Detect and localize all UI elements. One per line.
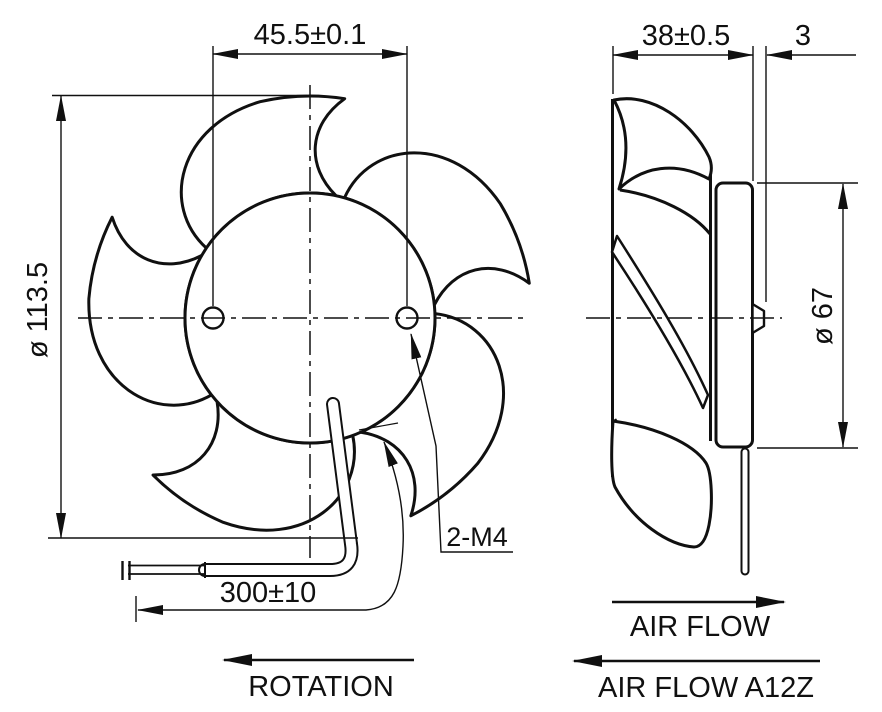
dim-mounting-pitch: 45.5±0.1 <box>254 19 367 51</box>
dim-protrusion-group <box>765 46 856 302</box>
dim-protrusion: 3 <box>795 20 811 52</box>
dim-wire-length: 300±10 <box>220 577 317 609</box>
dim-depth: 38±0.5 <box>642 20 731 52</box>
side-blade-top <box>612 97 713 191</box>
dim-depth-group <box>612 46 754 181</box>
mounting-holes-leader <box>410 333 513 553</box>
dim-mounting-pitch-group <box>212 46 408 306</box>
dim-hub-diameter-group <box>757 182 858 449</box>
label-mounting-holes: 2-M4 <box>446 522 508 552</box>
dim-hub-diameter: ø 67 <box>807 287 839 345</box>
label-airflow-model: AIR FLOW A12Z <box>598 672 814 704</box>
dim-fan-diameter: ø 113.5 <box>22 262 54 358</box>
wire-length-dimension <box>137 441 404 615</box>
label-airflow: AIR FLOW <box>630 611 771 643</box>
side-view: 38±0.5 3 ø 67 AIR FLOW AIR FLOW A12Z <box>572 20 858 704</box>
side-blade-edge-on <box>610 234 710 410</box>
label-rotation: ROTATION <box>248 671 394 703</box>
side-blade-behind-edge <box>619 188 712 235</box>
wire-exit-tick <box>358 422 399 431</box>
front-view: 45.5±0.1 ø 113.5 2-M4 300±10 ROTATION <box>22 19 531 703</box>
side-blade-bottom <box>610 419 713 549</box>
flange-plate <box>714 181 754 449</box>
